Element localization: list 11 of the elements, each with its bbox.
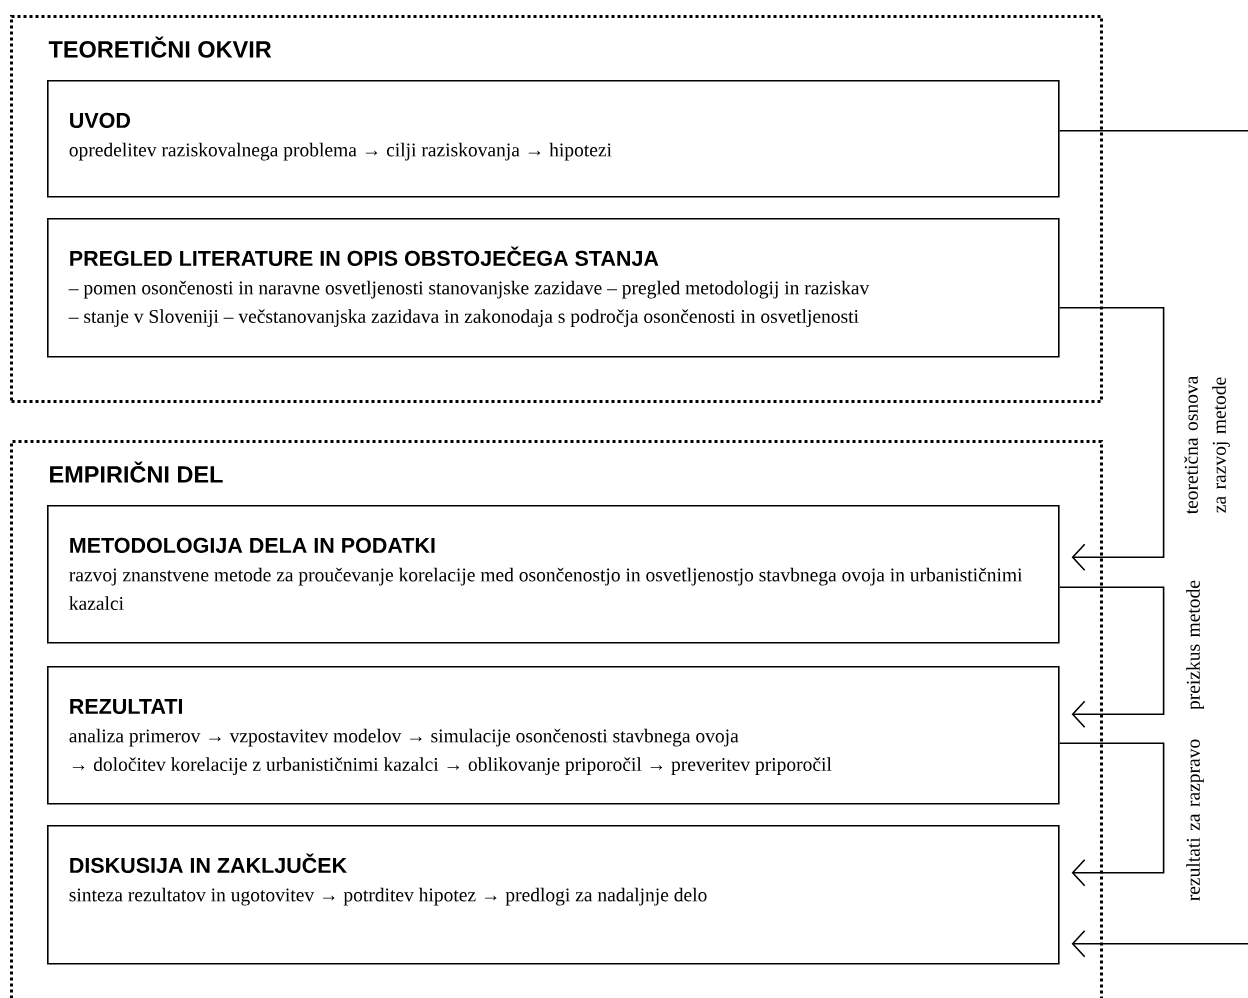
process-box: REZULTATI analiza primerov → vzpostavitev modelov → simulacije osončenosti stavbnega ovoja → določitev korelacije z urbanističnimi kazalci → oblikovanje priporočil → preveritev priporočil [47,666,1060,805]
edge-label: rezultati za razpravo [1185,709,1205,931]
process-box: METODOLOGIJA DELA IN PODATKI razvoj znanstvene metode za proučevanje korelacije med osončenostjo in osvetljenostjo stavbnega ovoja in urbanističnimi kazalci [47,505,1060,644]
process-box: UVOD opredelitev raziskovalnega problema → cilji raziskovanja → hipotezi [47,80,1060,198]
arrow [1058,307,1165,572]
arrow [1058,586,1165,729]
process-box: PREGLED LITERATURE IN OPIS OBSTOJEČEGA STANJA – pomen osončenosti in naravne osvetljenosti stanovanjske zazidave – pregled metodologij in raziskav – stanje v Sloveniji – večstanovanjska zazidava in zakonodaja s področja osončenosti in osvetljenosti [47,218,1060,358]
process-box: DISKUSIJA IN ZAKLJUČEK sinteza rezultatov in ugotovitev → potrditev hipotez → predlogi za nadaljnje delo [47,825,1060,965]
edge-label: teoretična osnova za razvoj metode [1183,334,1231,556]
arrow [1058,130,1248,958]
arrow [1058,742,1165,887]
